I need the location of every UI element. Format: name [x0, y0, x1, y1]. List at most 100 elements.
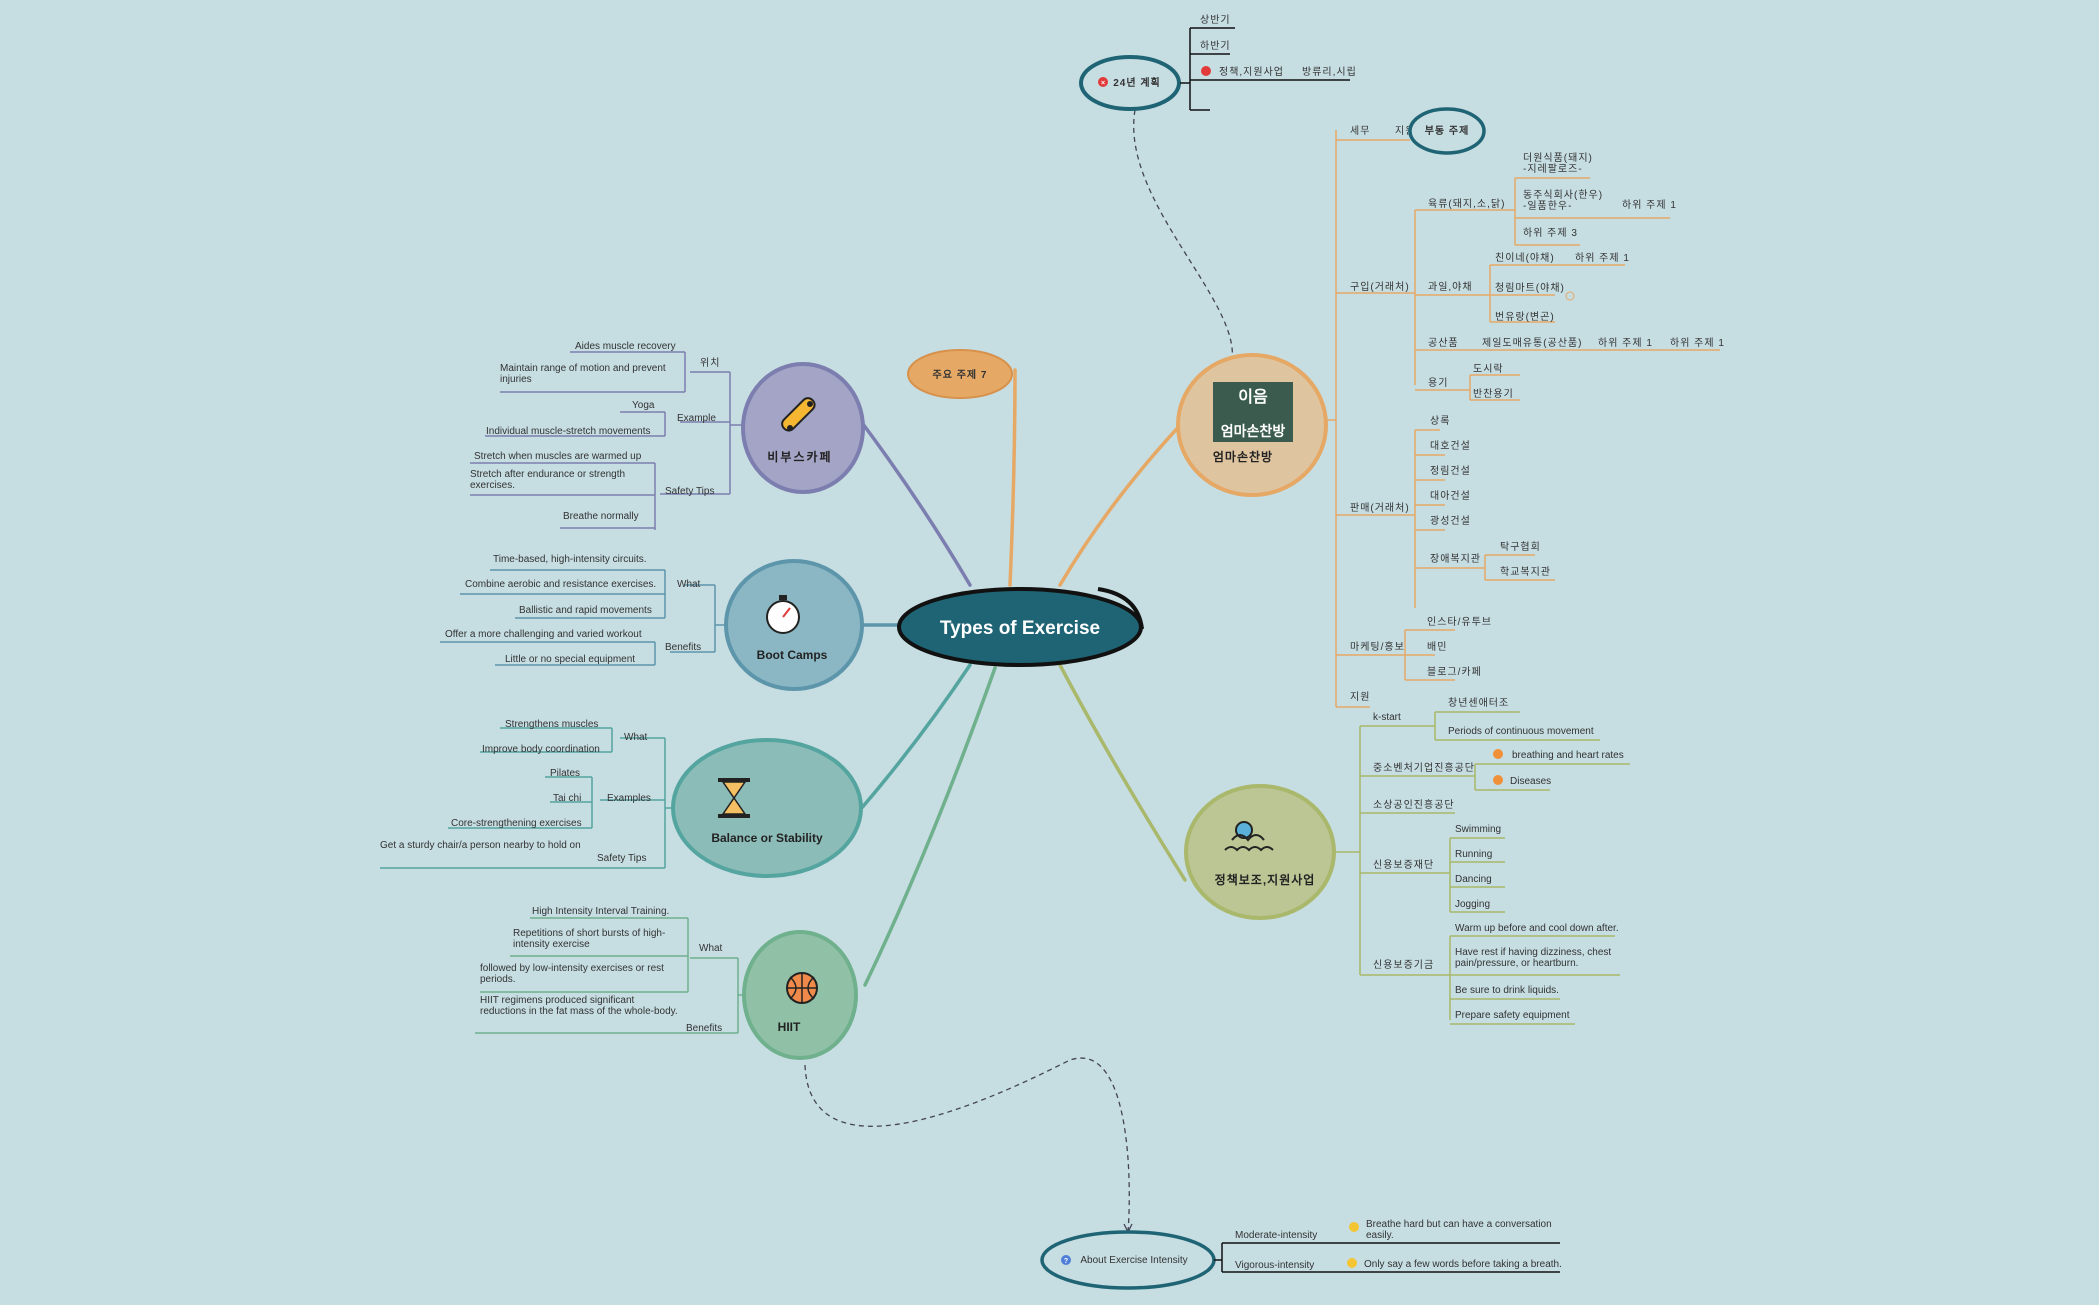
mom-meat[interactable]: 육류(돼지,소,닭)	[1428, 198, 1505, 210]
balance-topic[interactable]: Balance or Stability	[671, 738, 863, 878]
hiit-g1-item-1[interactable]: High Intensity Interval Training.	[532, 906, 669, 917]
bbs-g3-item-2-wrap[interactable]: Stretch after endurance or strength exer…	[470, 469, 645, 497]
policy-sme[interactable]: 중소벤처기업진흥공단	[1373, 761, 1475, 774]
intensity-note-1a[interactable]: Breathe hard but can have a conversation	[1366, 1219, 1552, 1230]
mom-sales[interactable]: 판매(거래처)	[1350, 502, 1410, 514]
meat-sub1[interactable]: 더원식품(돼지)	[1523, 152, 1593, 164]
policy-topic[interactable]: 정책보조,지원사업	[1184, 784, 1336, 920]
boot-g2-item-2[interactable]: Little or no special equipment	[505, 654, 635, 665]
plan-sub-label[interactable]: 방류리,시립	[1302, 65, 1357, 78]
balance-g1-item-2[interactable]: Improve body coordination	[482, 744, 600, 755]
policy-fund[interactable]: 신용보증기금	[1373, 959, 1434, 971]
fruit-sub1-topic[interactable]: 하위 주제 1	[1575, 251, 1630, 264]
boot-topic[interactable]: Boot Camps	[724, 559, 864, 691]
policy-credit[interactable]: 신용보증재단	[1373, 859, 1434, 871]
marketing-item-1[interactable]: 인스타/유투브	[1427, 616, 1492, 628]
sales-item-5[interactable]: 광성건설	[1430, 515, 1471, 527]
bbs-g3-item-1[interactable]: Stretch when muscles are warmed up	[474, 451, 642, 462]
mom-support[interactable]: 지원	[1350, 691, 1370, 703]
collapse-icon[interactable]	[1565, 291, 1575, 301]
mom-fruit[interactable]: 과일,야채	[1428, 281, 1473, 293]
processed-t2[interactable]: 하위 주제 1	[1670, 336, 1725, 349]
sales-item-6[interactable]: 장애복지관	[1430, 553, 1481, 565]
welfare-sub2[interactable]: 학교복지관	[1500, 566, 1551, 578]
intensity-topic[interactable]: ? About Exercise Intensity	[1040, 1230, 1216, 1290]
bbs-group-2[interactable]: Example	[677, 413, 716, 424]
balance-g3-item-1-wrap[interactable]: Get a sturdy chair/a person nearby to ho…	[380, 840, 585, 868]
meat-sub-topic[interactable]: 하위 주제 1	[1622, 198, 1677, 211]
floating-topic[interactable]: 주요 주제 7	[907, 349, 1013, 399]
credit-item-2[interactable]: Running	[1455, 849, 1492, 860]
balance-g1-item-1[interactable]: Strengthens muscles	[505, 719, 598, 730]
bbs-g1-item-1[interactable]: Aides muscle recovery	[575, 341, 676, 352]
sales-item-4[interactable]: 대아건설	[1430, 490, 1471, 502]
balance-g2-item-3[interactable]: Core-strengthening exercises	[451, 818, 582, 829]
sales-item-2[interactable]: 대호건설	[1430, 440, 1471, 452]
plan-item-1[interactable]: 상반기	[1200, 14, 1231, 26]
balance-group-3[interactable]: Safety Tips	[597, 853, 646, 864]
sales-item-1[interactable]: 상록	[1430, 415, 1450, 427]
balance-group-1[interactable]: What	[624, 732, 648, 743]
bbs-g2-item-2[interactable]: Individual muscle-stretch movements	[486, 426, 651, 437]
plan-item-2[interactable]: 하반기	[1200, 39, 1231, 52]
fund-item-3[interactable]: Be sure to drink liquids.	[1455, 985, 1559, 996]
boot-g1-item-3[interactable]: Ballistic and rapid movements	[519, 605, 652, 616]
processed-sub[interactable]: 제일도매유통(공산품)	[1482, 337, 1582, 349]
mom-semu[interactable]: 세무	[1350, 125, 1370, 137]
container-sub1[interactable]: 도시락	[1473, 363, 1504, 375]
hiit-group-2[interactable]: Benefits	[686, 1023, 722, 1034]
boot-g2-item-1[interactable]: Offer a more challenging and varied work…	[445, 629, 642, 640]
bbs-g2-item-1[interactable]: Yoga	[632, 400, 655, 411]
mom-container[interactable]: 용기	[1428, 377, 1448, 389]
bbs-group-1[interactable]: 위치	[700, 356, 720, 369]
boot-group-1[interactable]: What	[677, 579, 701, 590]
fund-item-2-wrap[interactable]: Have rest if having dizziness, chest pai…	[1450, 947, 1635, 977]
boot-g1-item-1[interactable]: Time-based, high-intensity circuits.	[493, 554, 647, 565]
fruit-sub3[interactable]: 번유랑(변곤)	[1495, 311, 1555, 323]
policy-kstart[interactable]: k-start	[1373, 712, 1401, 723]
sales-item-3[interactable]: 정림건설	[1430, 465, 1471, 477]
processed-t1[interactable]: 하위 주제 1	[1598, 336, 1653, 349]
hiit-g2-item-1-wrap[interactable]: HIIT regimens produced significant reduc…	[480, 995, 680, 1035]
hiit-g1-item-3-wrap[interactable]: followed by low-intensity exercises or r…	[480, 963, 685, 991]
credit-item-3[interactable]: Dancing	[1455, 874, 1492, 885]
intensity-label-1[interactable]: Moderate-intensity	[1235, 1230, 1317, 1241]
sme-sub2[interactable]: Diseases	[1510, 776, 1551, 787]
credit-item-4[interactable]: Jogging	[1455, 899, 1490, 910]
boot-g1-item-2[interactable]: Combine aerobic and resistance exercises…	[465, 579, 656, 590]
kstart-sub[interactable]: 창년센애터조	[1448, 697, 1509, 709]
bbs-group-3[interactable]: Safety Tips	[665, 486, 714, 497]
balance-group-2[interactable]: Examples	[607, 793, 651, 804]
welfare-sub1[interactable]: 탁구협회	[1500, 540, 1541, 553]
container-sub2[interactable]: 반찬용기	[1473, 388, 1514, 400]
fruit-sub2[interactable]: 청림마트(야채)	[1495, 282, 1565, 294]
intensity-label-2[interactable]: Vigorous-intensity	[1235, 1260, 1314, 1271]
balance-g2-item-2[interactable]: Tai chi	[553, 793, 581, 804]
bbs-topic[interactable]: 비부스카페	[741, 362, 865, 494]
sme-sub1[interactable]: breathing and heart rates	[1512, 750, 1624, 761]
plan-item-3[interactable]: 정책,지원사업	[1219, 65, 1284, 78]
hiit-topic[interactable]: HIIT	[742, 930, 858, 1060]
boot-group-2[interactable]: Benefits	[665, 642, 701, 653]
policy-semas[interactable]: 소상공인진흥공단	[1373, 798, 1455, 811]
marketing-item-2[interactable]: 배민	[1427, 641, 1447, 653]
bottom-topic-node[interactable]: 부동 주제	[1408, 107, 1486, 155]
intensity-note-2[interactable]: Only say a few words before taking a bre…	[1364, 1259, 1562, 1270]
kstart-sub2[interactable]: Periods of continuous movement	[1448, 726, 1594, 737]
mom-topic[interactable]: 이음 엄마손찬방 엄마손찬방	[1176, 353, 1328, 497]
hiit-group-1[interactable]: What	[699, 943, 723, 954]
meat-sub2[interactable]: 동주식회사(한우)	[1523, 189, 1603, 201]
balance-g2-item-1[interactable]: Pilates	[550, 768, 580, 779]
bbs-g3-item-3[interactable]: Breathe normally	[563, 511, 639, 522]
meat-sub3[interactable]: 하위 주제 3	[1523, 226, 1578, 239]
mom-processed[interactable]: 공산품	[1428, 337, 1459, 349]
hiit-g1-item-2-wrap[interactable]: Repetitions of short bursts of high-inte…	[513, 928, 688, 956]
credit-item-1[interactable]: Swimming	[1455, 824, 1501, 835]
marketing-item-3[interactable]: 블로그/카페	[1427, 666, 1482, 678]
mom-gumae[interactable]: 구입(거래처)	[1350, 280, 1410, 293]
bbs-g1-item-2-wrap[interactable]: Maintain range of motion and prevent inj…	[500, 363, 685, 391]
fruit-sub1[interactable]: 친이네(야채)	[1495, 252, 1555, 264]
fund-item-4[interactable]: Prepare safety equipment	[1455, 1010, 1570, 1021]
mom-marketing[interactable]: 마케팅/홍보	[1350, 640, 1405, 653]
fund-item-1[interactable]: Warm up before and cool down after.	[1455, 923, 1619, 934]
